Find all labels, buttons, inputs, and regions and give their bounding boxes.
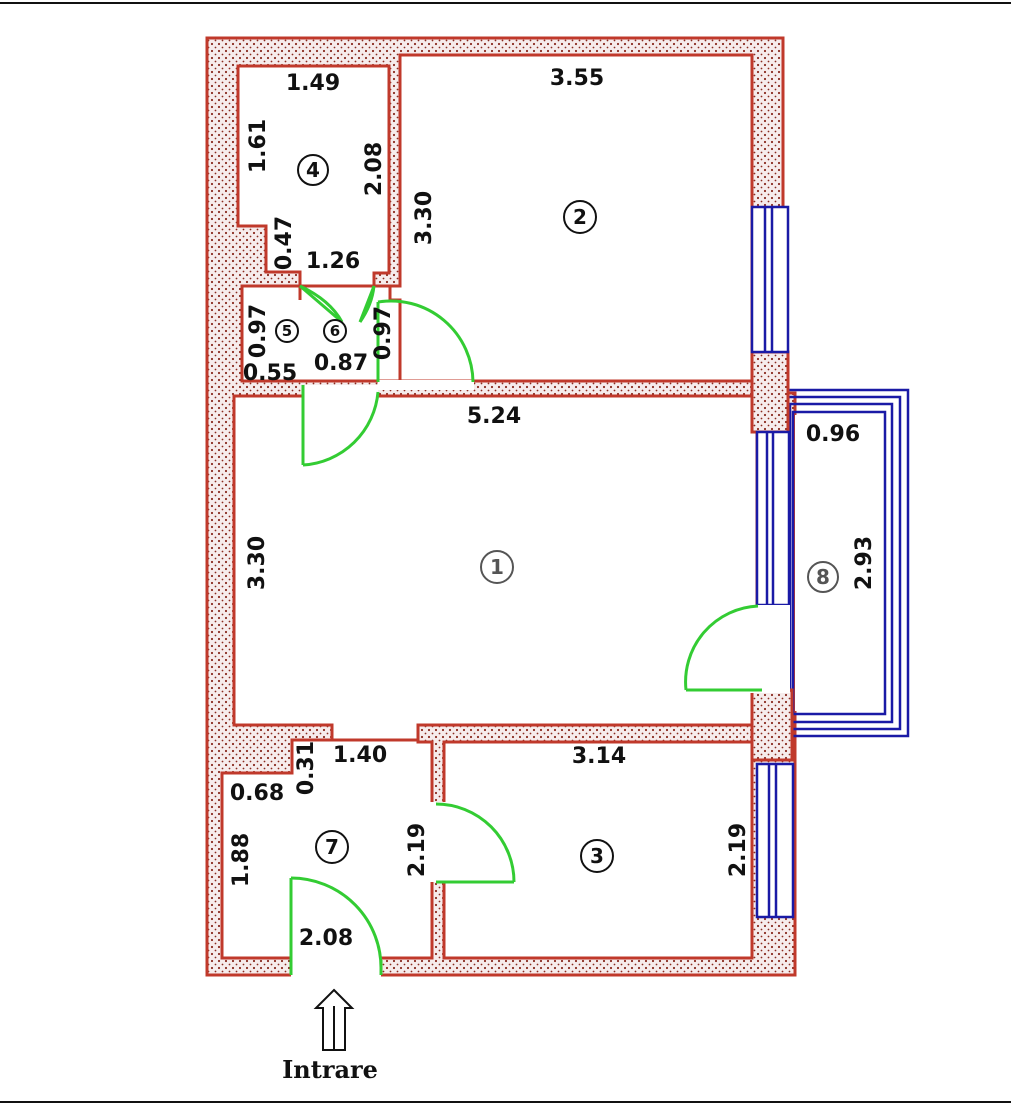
room-number-3: 3 [580, 839, 614, 873]
balcony-wall-bottom [750, 688, 794, 762]
dim-r3-right: 2.19 [726, 823, 751, 877]
dim-r3-top: 3.14 [572, 744, 626, 769]
dim-r7-left: 1.88 [229, 833, 254, 887]
dim-r5-bottom: 0.55 [243, 361, 297, 386]
dim-r6-right: 0.97 [371, 306, 396, 360]
room-number-2: 2 [563, 200, 597, 234]
balcony-wall-top [750, 350, 790, 434]
dim-r8-right: 2.93 [852, 536, 877, 590]
dim-r8-top: 0.96 [806, 422, 860, 447]
dim-r7-bottom: 2.08 [299, 926, 353, 951]
dim-r6-bottom: 0.87 [314, 351, 368, 376]
dim-r1-left: 3.30 [245, 536, 270, 590]
dim-r5-left: 0.97 [246, 304, 271, 358]
svg-text:2: 2 [573, 205, 587, 229]
svg-text:3: 3 [590, 844, 604, 868]
window-room-1 [755, 430, 791, 607]
entrance-label: Intrare [282, 1055, 378, 1084]
room-number-4: 4 [297, 154, 329, 186]
room-number-7: 7 [315, 830, 349, 864]
dim-r2-left: 3.30 [412, 191, 437, 245]
room-number-1: 1 [480, 550, 514, 584]
svg-text:4: 4 [306, 158, 320, 182]
room-number-8: 8 [807, 561, 839, 593]
door-room-3 [430, 802, 516, 884]
door-room-1 [301, 385, 380, 467]
door-balcony [684, 604, 790, 693]
balcony-inner [791, 410, 887, 716]
svg-text:1: 1 [490, 555, 504, 579]
dim-r4-right: 2.08 [362, 142, 387, 196]
dim-r4-step: 0.47 [272, 216, 297, 270]
svg-text:6: 6 [330, 322, 340, 340]
room-number-5: 5 [275, 319, 299, 343]
dim-r1-top: 5.24 [467, 404, 521, 429]
door-room-2 [376, 299, 475, 390]
svg-text:5: 5 [282, 322, 292, 340]
dim-r4-left: 1.61 [246, 119, 271, 173]
room-number-6: 6 [323, 319, 347, 343]
dim-r7-step-v: 0.31 [294, 741, 319, 795]
window-room-3 [755, 762, 795, 919]
dim-r7-step-h: 0.68 [230, 781, 284, 806]
dim-r4-bottom: 1.26 [306, 249, 360, 274]
dim-r7-top: 1.40 [333, 743, 387, 768]
svg-text:7: 7 [325, 835, 339, 859]
dim-r7-right: 2.19 [405, 823, 430, 877]
balcony-floor [795, 415, 883, 711]
dim-r2-top: 3.55 [550, 66, 604, 91]
window-room-2 [750, 205, 790, 354]
dim-r4-top: 1.49 [286, 71, 340, 96]
door-entrance [289, 876, 383, 979]
door-room-4 [299, 284, 376, 324]
svg-text:8: 8 [816, 565, 830, 589]
